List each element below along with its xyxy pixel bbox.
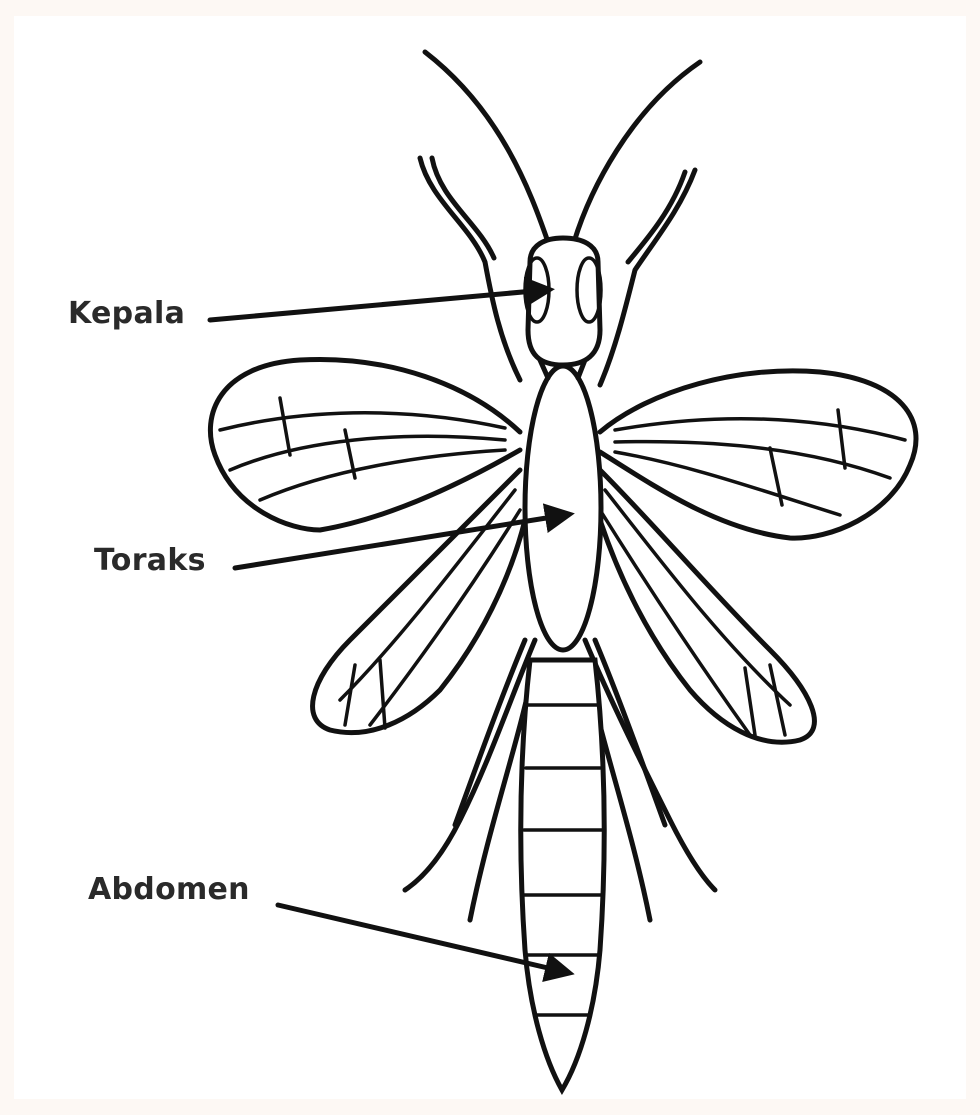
label-head: Kepala [68, 296, 185, 331]
front-right-wing [600, 371, 916, 538]
antennae [425, 52, 700, 242]
label-abdomen: Abdomen [88, 872, 250, 907]
thorax-body [525, 366, 601, 650]
abdomen-body [521, 660, 604, 1090]
hind-left-wing [313, 470, 525, 733]
pointer-arrows [210, 290, 565, 972]
hind-right-wing [600, 470, 814, 742]
front-left-wing [210, 359, 520, 530]
head-body [525, 238, 601, 365]
label-thorax: Toraks [94, 543, 206, 578]
